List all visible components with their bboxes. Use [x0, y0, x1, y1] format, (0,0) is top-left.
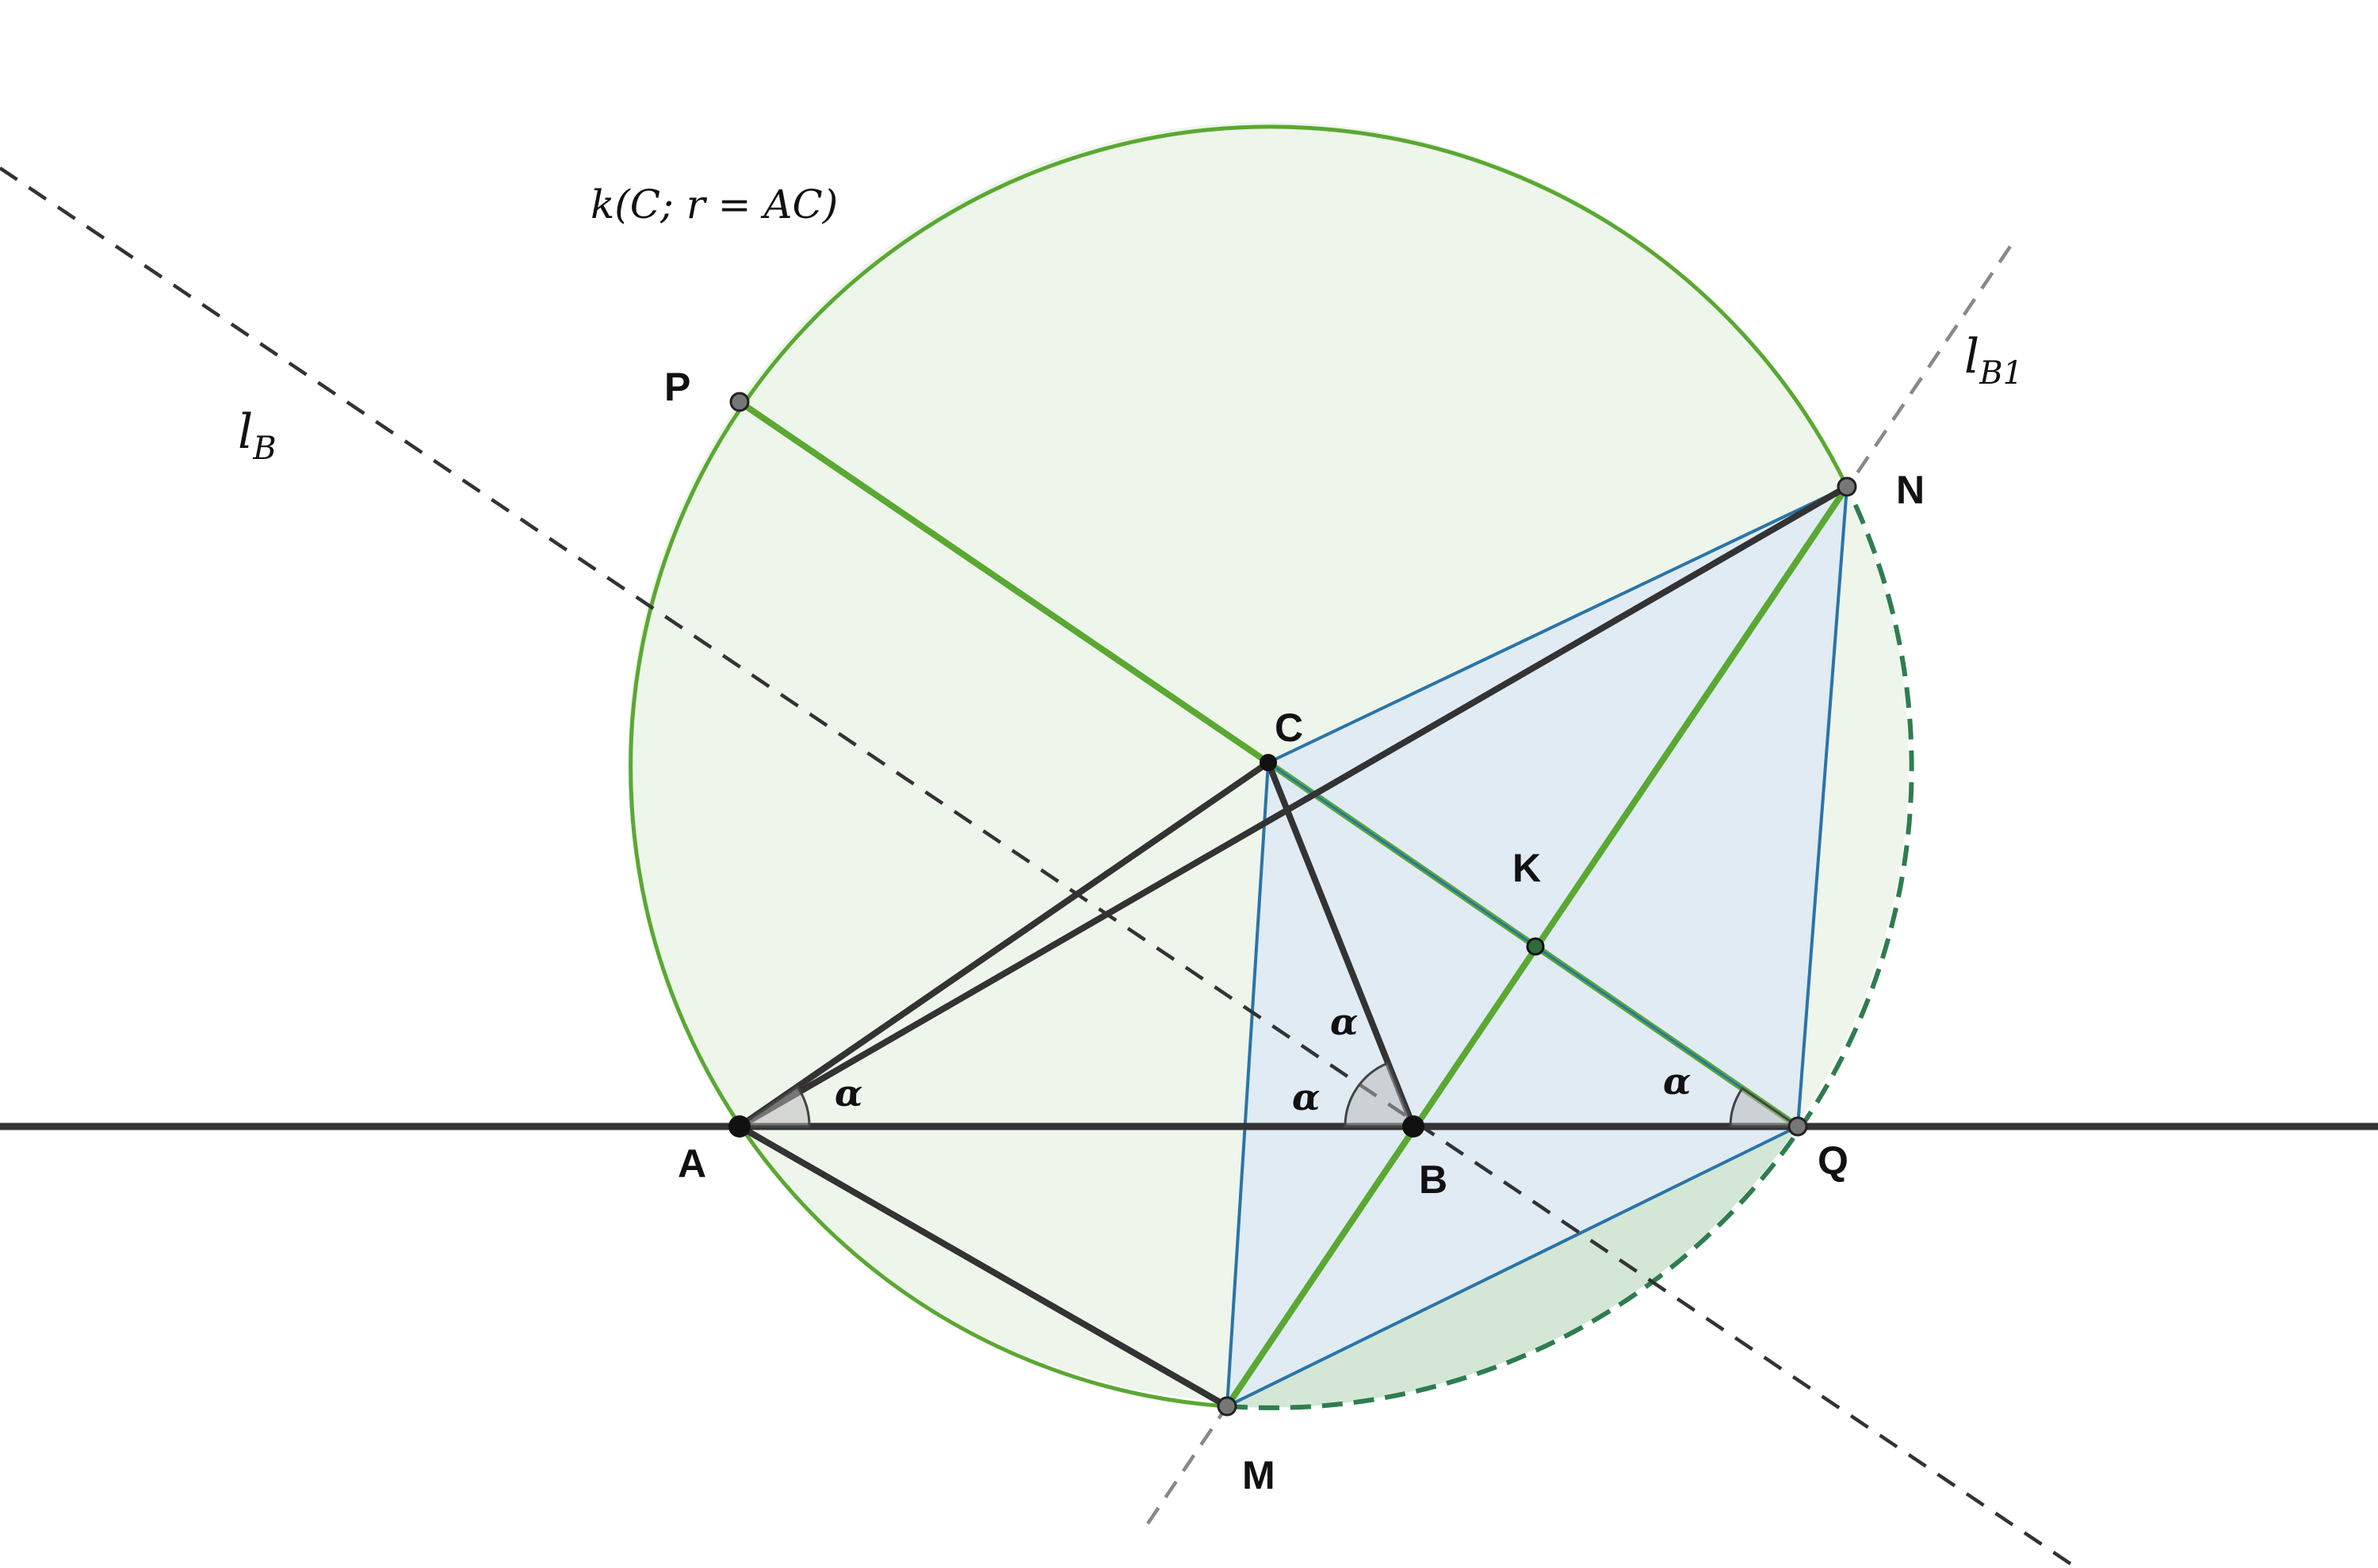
segment-an: [737, 484, 1849, 1130]
line-label-lB1-main: l: [1964, 329, 1979, 384]
point-K[interactable]: [1526, 937, 1545, 956]
label-B: B: [1419, 1157, 1447, 1202]
point-P[interactable]: [729, 392, 750, 412]
label-P: P: [664, 365, 690, 409]
line-label-lB1: lB1: [1964, 329, 2023, 392]
circle-label: k(C; r = AC): [591, 182, 838, 228]
angle-label-q: α: [1663, 1060, 1691, 1103]
point-C[interactable]: [1260, 754, 1277, 771]
angle-marker-q: [1729, 1086, 1802, 1128]
label-A: A: [678, 1142, 706, 1186]
label-K: K: [1512, 846, 1541, 890]
angle-label-b-left: α: [1292, 1076, 1320, 1119]
point-Q[interactable]: [1787, 1116, 1808, 1137]
label-C: C: [1275, 706, 1303, 750]
angle-label-a: α: [835, 1072, 862, 1115]
point-A[interactable]: [728, 1115, 751, 1138]
point-B[interactable]: [1402, 1115, 1424, 1138]
label-M: M: [1242, 1453, 1275, 1497]
angle-label-b-top: α: [1330, 1000, 1358, 1043]
angle-marker-a: [736, 1084, 811, 1128]
segment-am: [738, 1123, 1229, 1409]
line-label-lB: lB: [238, 404, 277, 467]
label-N: N: [1896, 468, 1925, 512]
label-Q: Q: [1818, 1138, 1848, 1183]
segment-pc: [737, 399, 1271, 766]
point-N[interactable]: [1837, 476, 1857, 497]
point-M[interactable]: [1217, 1396, 1237, 1417]
line-label-lB-main: l: [238, 404, 253, 460]
line-label-lB-sub: B: [252, 430, 276, 467]
angle-marker-b: [1344, 1061, 1416, 1128]
segment-ac: [737, 759, 1271, 1130]
line-label-lB1-sub: B1: [1978, 355, 2023, 392]
